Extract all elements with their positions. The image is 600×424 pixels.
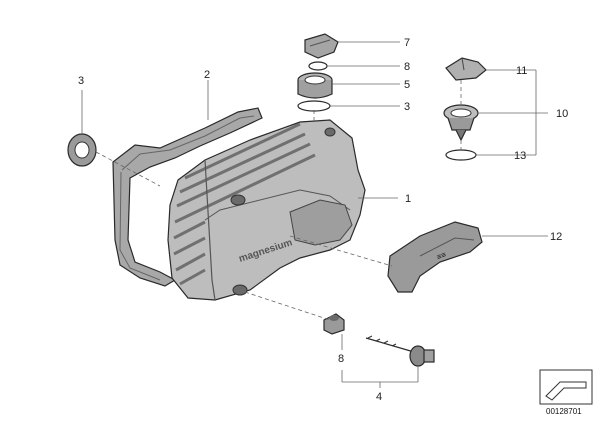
callout-13: 13 [514, 150, 526, 162]
callout-3-left: 3 [78, 75, 84, 87]
callout-10: 10 [556, 108, 568, 120]
oil-filler-plug [304, 33, 339, 59]
callout-2: 2 [204, 69, 210, 81]
callout-3-top: 3 [404, 101, 410, 113]
o-ring-large [297, 100, 331, 112]
reference-symbol-icon [545, 381, 587, 401]
valve-cover: magnesium [167, 119, 366, 301]
leader-lines [81, 41, 548, 388]
ring-part-13 [445, 149, 477, 161]
callout-12: 12 [550, 231, 562, 243]
callout-7: 7 [404, 37, 410, 49]
guard-embossing: ≡≡ [435, 250, 447, 262]
cover-bolt [365, 335, 435, 367]
cover-gasket [112, 107, 263, 287]
reference-id: 00128701 [546, 407, 582, 416]
callout-8-top: 8 [404, 61, 410, 73]
callout-4: 4 [376, 391, 382, 403]
reference-box: 00128701 [539, 369, 593, 416]
seal-ring-left [67, 133, 97, 167]
filler-neck [297, 72, 333, 99]
mounting-hole-upper [230, 194, 246, 206]
mounting-hole-lower [232, 284, 248, 296]
callout-8-bottom: 8 [338, 353, 344, 365]
o-ring-small [308, 61, 328, 71]
cover-guard: ≡≡ [387, 221, 483, 293]
grommet [323, 313, 345, 335]
retainer-part-10 [443, 104, 479, 142]
cap-part-11 [445, 57, 487, 81]
callout-5: 5 [404, 79, 410, 91]
callout-11: 11 [516, 65, 527, 77]
callout-1: 1 [405, 193, 411, 205]
